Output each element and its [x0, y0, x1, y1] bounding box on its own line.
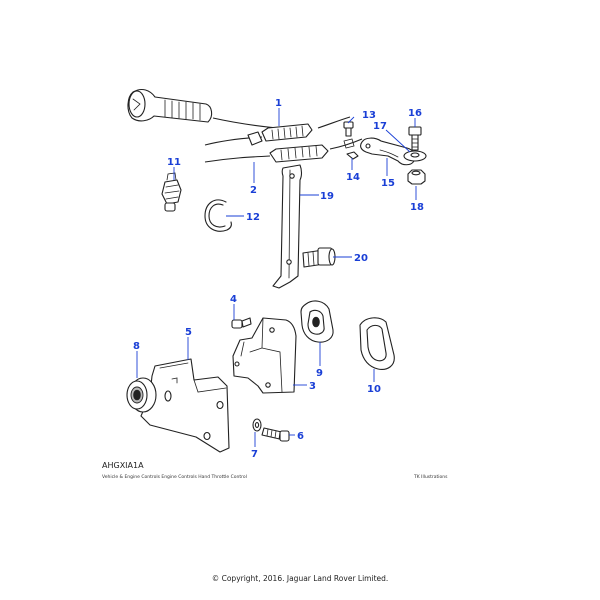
part-2-lower-cable	[204, 138, 363, 163]
callout-19: 19	[320, 191, 334, 202]
callout-14: 14	[346, 172, 360, 183]
part-18-nut	[407, 169, 426, 185]
part-17-washer	[403, 150, 427, 162]
part-19-cable-bracket	[272, 164, 303, 289]
part-3-bracket	[232, 317, 297, 394]
callout-13: 13	[362, 110, 376, 121]
callout-6: 6	[297, 431, 304, 442]
callout-1: 1	[275, 98, 282, 109]
callout-2: 2	[250, 185, 257, 196]
part-11-cable-connector	[161, 172, 182, 212]
callout-17: 17	[373, 121, 387, 132]
leader-lines	[136, 108, 417, 447]
part-4-screw	[231, 317, 252, 329]
callout-3: 3	[309, 381, 316, 392]
diagram-code: AHGXIA1A	[102, 461, 144, 470]
callout-11: 11	[167, 157, 181, 168]
part-9-grommet	[300, 300, 334, 343]
callout-9: 9	[316, 368, 323, 379]
part-1-throttle-cable-knob	[127, 88, 351, 146]
copyright-notice: © Copyright, 2016. Jaguar Land Rover Lim…	[211, 574, 389, 583]
part-20-bolt	[302, 247, 336, 268]
callout-labels: 1 2 3 4 5 6 7 8 9 10 11 12 13 14 15 16 1…	[133, 98, 424, 460]
part-8-grommet	[126, 377, 157, 413]
callout-20: 20	[354, 253, 368, 264]
part-10-seal	[359, 317, 395, 370]
part-14-clip	[343, 138, 359, 160]
part-5-mounting-plate	[140, 358, 230, 453]
callout-12: 12	[246, 212, 260, 223]
part-15-throttle-lever	[360, 137, 416, 166]
callout-10: 10	[367, 384, 381, 395]
callout-16: 16	[408, 108, 422, 119]
diagram-caption: Vehicle & Engine Controls Engine Control…	[102, 475, 247, 480]
callout-18: 18	[410, 202, 424, 213]
callout-4: 4	[230, 294, 237, 305]
callout-15: 15	[381, 178, 395, 189]
callout-7: 7	[251, 449, 258, 460]
part-6-bolt	[261, 427, 290, 442]
part-12-retaining-clip	[204, 199, 232, 232]
callout-8: 8	[133, 341, 140, 352]
callout-5: 5	[185, 327, 192, 338]
part-16-bolt	[408, 126, 422, 151]
illustration-credit: TK Illustrations	[414, 475, 448, 480]
part-7-washer	[252, 418, 262, 432]
part-13-screw	[343, 121, 354, 137]
